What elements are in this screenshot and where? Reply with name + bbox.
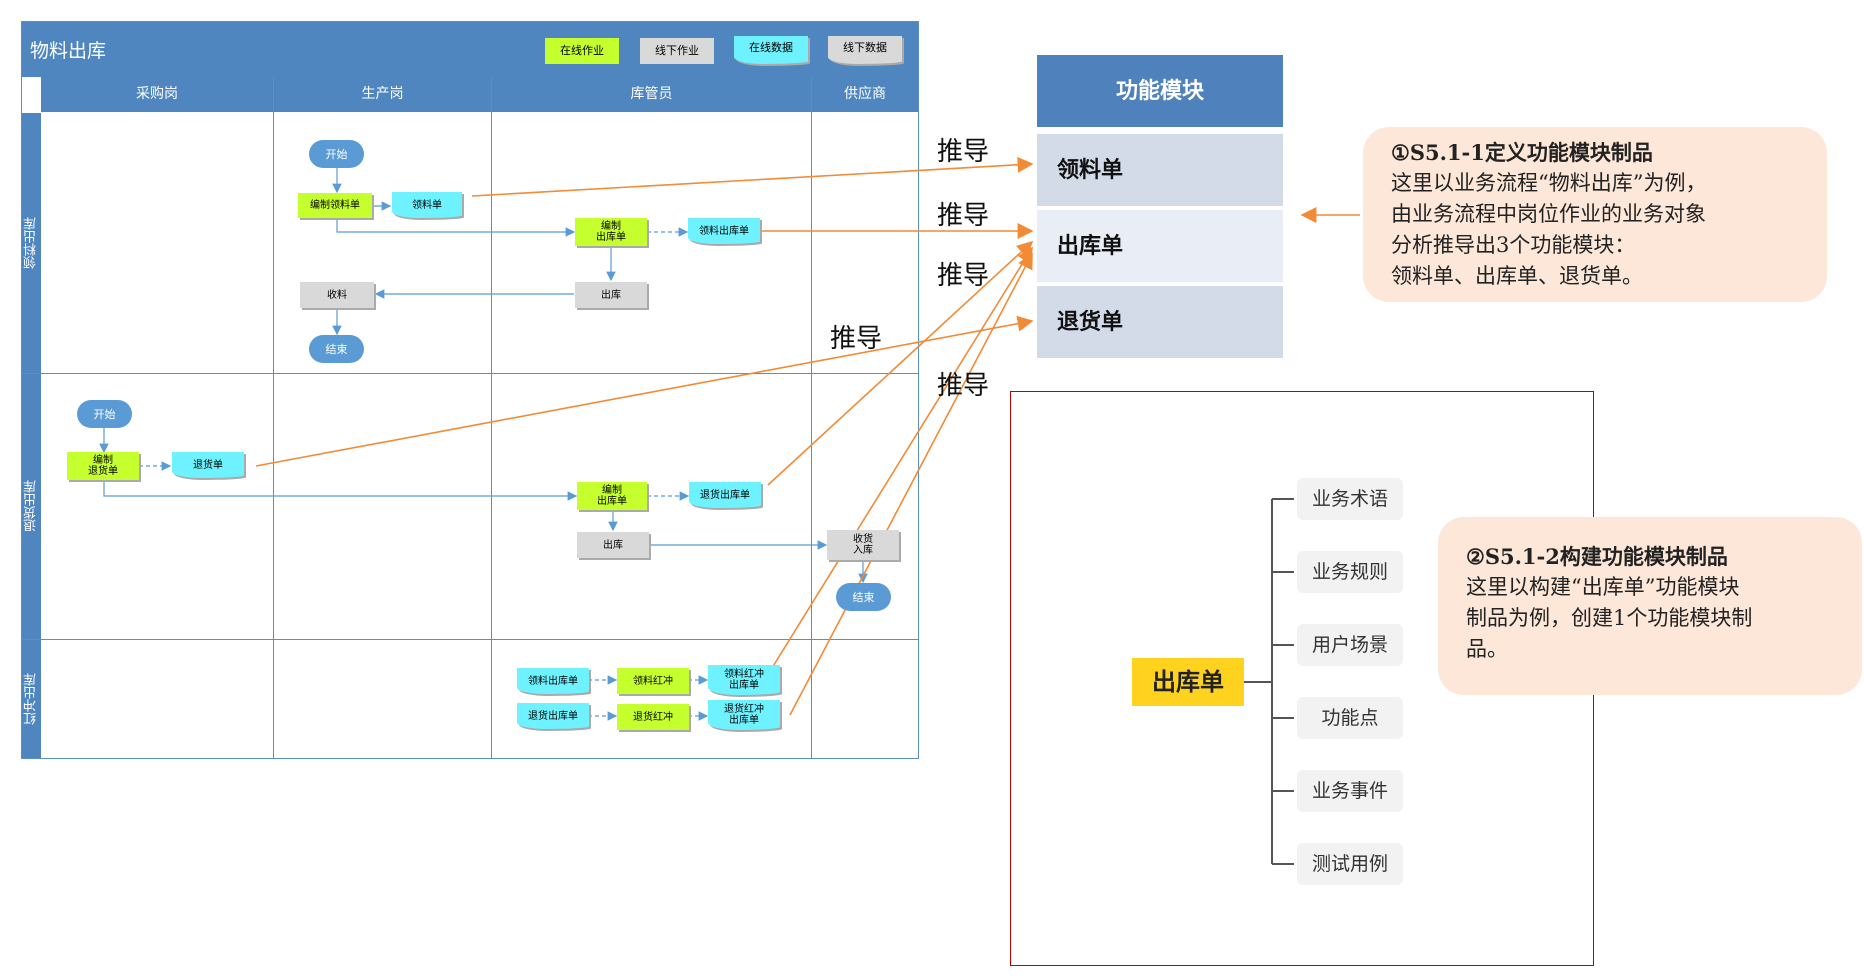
module-item-return: 退货单 — [1037, 286, 1283, 358]
end-node: 结束 — [836, 583, 891, 611]
mindmap-leaf-scenarios: 用户场景 — [1297, 624, 1403, 666]
column-header-warehouse: 库管员 — [492, 77, 811, 112]
callout-define-module: ①S5.1-1定义功能模块制品 这里以业务流程“物料出库”为例， 由业务流程中岗… — [1363, 127, 1827, 302]
derive-label: 推导 — [937, 371, 990, 401]
callout-line: 这里以业务流程“物料出库”为例， — [1391, 171, 1707, 195]
derive-label: 推导 — [830, 324, 883, 354]
module-header: 功能模块 — [1037, 55, 1283, 127]
callout-line: 分析推导出3个功能模块： — [1391, 233, 1636, 257]
mindmap-leaf-function-points: 功能点 — [1297, 697, 1403, 739]
callout-line: 领料单、出库单、退货单。 — [1391, 264, 1643, 288]
legend-online-task: 在线作业 — [545, 38, 619, 64]
task-ship-out: 出库 — [577, 532, 649, 558]
lane-divider — [22, 373, 918, 374]
doc-return-outbound: 退货出库单 — [689, 482, 761, 508]
derive-label: 推导 — [937, 261, 990, 291]
legend-offline-task: 线下作业 — [640, 38, 714, 64]
module-item-picking: 领料单 — [1037, 134, 1283, 206]
lane-divider — [22, 639, 918, 640]
callout-build-module: ②S5.1-2构建功能模块制品 这里以构建“出库单”功能模块 制品为例，创建1个… — [1438, 517, 1862, 695]
root-tab-shape — [1234, 658, 1244, 678]
lane-divider — [273, 77, 274, 759]
lane-divider — [811, 77, 812, 759]
task-picking-redflush: 领料红冲 — [617, 668, 689, 694]
callout-line: 这里以构建“出库单”功能模块 — [1466, 575, 1740, 599]
legend-offline-data: 线下数据 — [828, 36, 902, 64]
doc-picking-order: 领料单 — [392, 192, 462, 218]
task-compile-outbound: 编制 出库单 — [577, 482, 647, 510]
doc-return-order: 退货单 — [172, 452, 244, 478]
doc-picking-outbound: 领料出库单 — [688, 218, 760, 244]
derive-label: 推导 — [937, 201, 990, 231]
mindmap-leaf-test-cases: 测试用例 — [1297, 843, 1403, 885]
task-return-redflush: 退货红冲 — [617, 704, 689, 730]
mindmap-leaf-glossary: 业务术语 — [1297, 478, 1403, 520]
task-compile-return: 编制 退货单 — [67, 452, 139, 480]
callout-line: 品。 — [1466, 637, 1508, 661]
start-node: 开始 — [77, 400, 132, 428]
legend-online-data: 在线数据 — [734, 36, 808, 64]
doc-return-outbound: 退货出库单 — [517, 703, 589, 729]
callout-line: 制品为例，创建1个功能模块制 — [1466, 606, 1753, 630]
callout-title: ①S5.1-1定义功能模块制品 — [1391, 140, 1653, 165]
callout-line: 由业务流程中岗位作业的业务对象 — [1391, 202, 1706, 226]
task-compile-picking: 编制领料单 — [298, 193, 372, 218]
task-ship-out: 出库 — [575, 282, 647, 308]
doc-picking-outbound: 领料出库单 — [517, 668, 589, 694]
column-header-purchase: 采购岗 — [41, 77, 273, 112]
column-header-supplier: 供应商 — [812, 77, 918, 112]
swimlane-title: 物料出库 — [30, 40, 107, 62]
column-header-production: 生产岗 — [274, 77, 491, 112]
swimlane-frame — [21, 21, 919, 759]
doc-picking-redflush-outbound: 领料红冲 出库单 — [708, 665, 780, 695]
module-item-outbound: 出库单 — [1037, 210, 1283, 282]
mindmap-root: 出库单 — [1132, 658, 1244, 706]
derive-label: 推导 — [937, 137, 990, 167]
task-receive-stock: 收货 入库 — [827, 530, 899, 560]
doc-return-redflush-outbound: 退货红冲 出库单 — [708, 700, 780, 730]
task-compile-outbound: 编制 出库单 — [575, 218, 647, 246]
end-node: 结束 — [309, 335, 364, 363]
mindmap-leaf-events: 业务事件 — [1297, 770, 1403, 812]
lane-divider — [491, 77, 492, 759]
start-node: 开始 — [309, 140, 364, 168]
mindmap-leaf-rules: 业务规则 — [1297, 551, 1403, 593]
callout-title: ②S5.1-2构建功能模块制品 — [1466, 544, 1728, 569]
task-receive-material: 收料 — [300, 282, 374, 308]
